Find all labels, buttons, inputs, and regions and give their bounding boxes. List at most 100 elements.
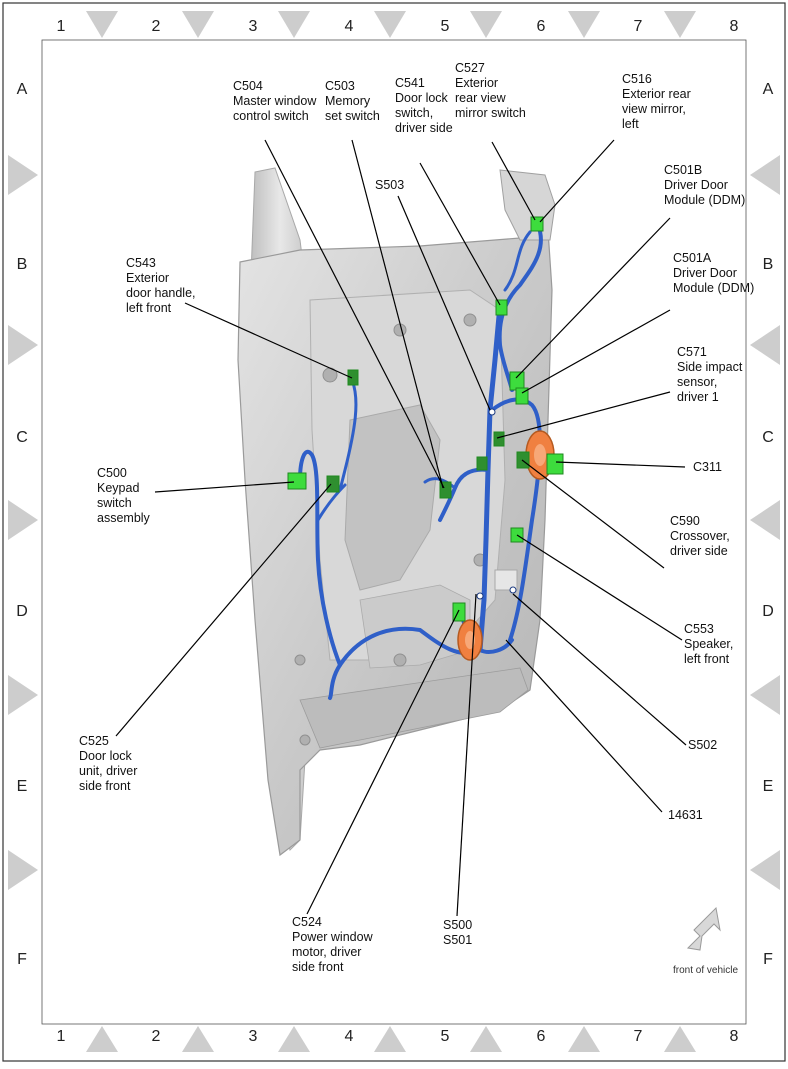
callout-line: driver side (670, 544, 728, 558)
grid-row-label-left: C (16, 429, 28, 446)
callout-line: rear view (455, 91, 507, 105)
grid-marker-bottom (568, 1026, 600, 1052)
leader-c504 (264, 139, 445, 489)
connector-s503-area (476, 456, 488, 471)
callout-line: side front (79, 779, 131, 793)
grid-column-label-bottom: 5 (441, 1028, 450, 1045)
grid-marker-bottom (664, 1026, 696, 1052)
leader-c501b (515, 217, 671, 379)
callout-line: mirror switch (455, 106, 526, 120)
grid-marker-top (664, 11, 696, 38)
callout-line: Exterior (455, 76, 498, 90)
leader-c501a (521, 309, 671, 394)
leader-c590 (521, 459, 665, 569)
leader-c543 (184, 302, 353, 379)
grid-marker-left (8, 155, 38, 195)
grid-column-label-top: 8 (730, 18, 739, 35)
callout-line: Speaker, (684, 637, 733, 651)
callout-line: left (622, 117, 639, 131)
callout-line: C590 (670, 514, 700, 528)
grid-column-label-bottom: 4 (345, 1028, 354, 1045)
callout-s502: S502 (688, 738, 717, 752)
callout-line: C527 (455, 61, 485, 75)
callout-n14631: 14631 (668, 808, 703, 822)
leader-c553 (516, 534, 683, 641)
grid-row-label-left: D (16, 603, 28, 620)
grid-column-label-bottom: 3 (249, 1028, 258, 1045)
grid-row-label-right: A (763, 81, 774, 98)
callout-line: C553 (684, 622, 714, 636)
door-panel-illustration (237, 167, 556, 857)
connector-c501b (509, 371, 525, 391)
connector-c311 (546, 453, 564, 475)
callout-line: Crossover, (670, 529, 730, 543)
callout-line: motor, driver (292, 945, 361, 959)
callout-line: C571 (677, 345, 707, 359)
grid-column-label-bottom: 7 (634, 1028, 643, 1045)
callout-line: Module (DDM) (664, 193, 745, 207)
grid-marker-left (8, 850, 38, 890)
connector-c500 (287, 472, 307, 490)
callout-line: door handle, (126, 286, 196, 300)
callout-line: assembly (97, 511, 151, 525)
grid-marker-bottom (182, 1026, 214, 1052)
callout-line: C500 (97, 466, 127, 480)
grid-column-label-top: 5 (441, 18, 450, 35)
grid-marker-bottom (278, 1026, 310, 1052)
callout-line: left front (684, 652, 730, 666)
callout-line: C501B (664, 163, 702, 177)
leader-s503 (397, 195, 491, 411)
grid-row-label-right: D (762, 603, 774, 620)
grid-marker-bottom (470, 1026, 502, 1052)
callout-line: left front (126, 301, 172, 315)
callout-line: Exterior (126, 271, 169, 285)
grid-column-label-top: 7 (634, 18, 643, 35)
grid-row-label-left: E (17, 778, 28, 795)
callout-line: Driver Door (673, 266, 737, 280)
grid-marker-bottom (374, 1026, 406, 1052)
grid-row-label-left: A (17, 81, 28, 98)
leader-s500 (456, 593, 477, 917)
callout-line: switch, (395, 106, 433, 120)
callout-line: C504 (233, 79, 263, 93)
connector-c571 (493, 431, 505, 447)
leader-c503 (351, 139, 444, 489)
callout-line: C524 (292, 915, 322, 929)
callout-line: C311 (693, 460, 722, 474)
grid-column-label-top: 4 (345, 18, 354, 35)
grid-marker-right (750, 500, 780, 540)
speaker-crossover-center (534, 444, 546, 466)
front-of-vehicle-indicator: front of vehicle (673, 906, 738, 976)
callout-line: set switch (325, 109, 380, 123)
grid-column-label-top: 1 (57, 18, 66, 35)
grid-marker-top (182, 11, 214, 38)
leader-lines (115, 139, 687, 917)
callout-line: control switch (233, 109, 309, 123)
callout-s503: S503 (375, 178, 404, 192)
leader-c525 (115, 483, 332, 737)
connector-c543 (347, 369, 359, 386)
grid-row-label-right: F (763, 951, 773, 968)
callout-line: C503 (325, 79, 355, 93)
callout-line: view mirror, (622, 102, 686, 116)
connector-c541 (495, 299, 508, 316)
callout-line: Door lock (79, 749, 133, 763)
leader-c527 (491, 141, 536, 221)
leader-c541 (419, 162, 501, 306)
grid-row-label-right: B (763, 256, 774, 273)
grid-marker-right (750, 850, 780, 890)
grid-marker-top (568, 11, 600, 38)
callout-line: S500 (443, 918, 472, 932)
callout-line: sensor, (677, 375, 717, 389)
connector-c516 (530, 216, 544, 232)
grid-marker-top (278, 11, 310, 38)
